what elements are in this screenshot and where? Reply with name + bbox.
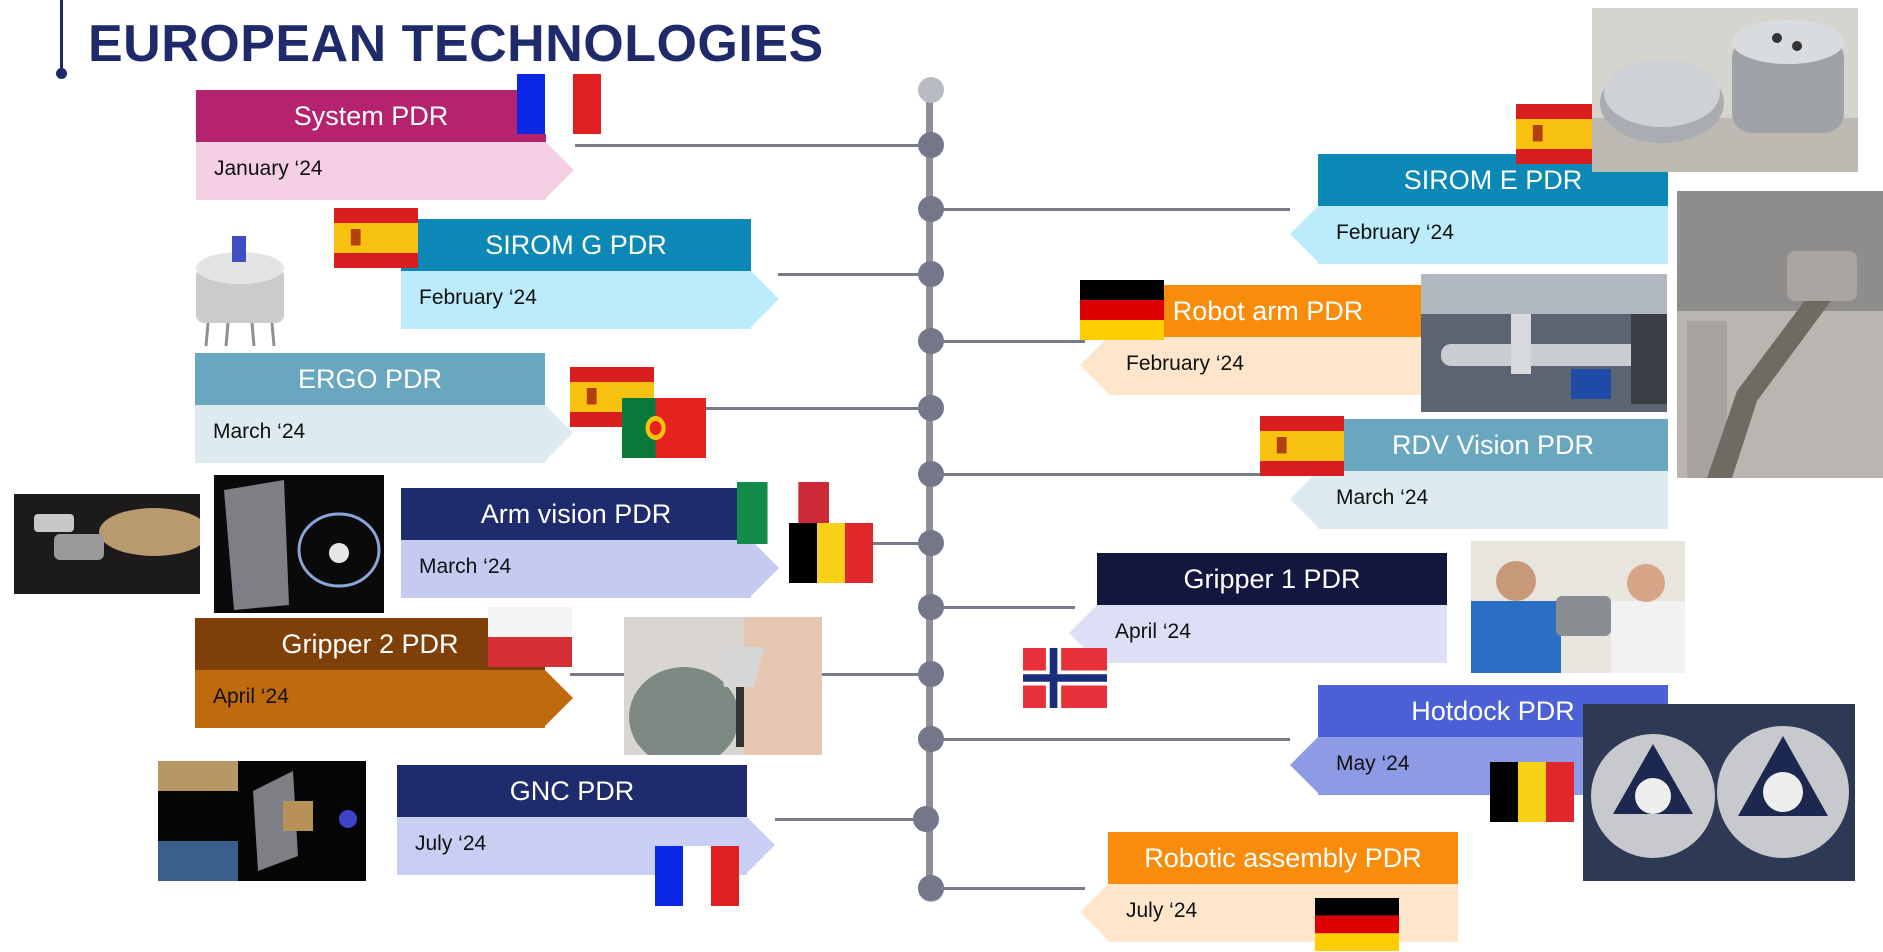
milestone-date: February ‘24 — [1108, 337, 1428, 395]
milestone-sirom-g: SIROM G PDR February ‘24 — [401, 219, 779, 329]
belgium-flag-icon — [1490, 762, 1574, 822]
gripper1-team-photo — [1471, 541, 1685, 673]
milestone-title: GNC PDR — [397, 765, 747, 817]
arrow — [751, 540, 779, 596]
gnc-simulation-photo — [158, 761, 366, 881]
connector-arm-vision — [870, 542, 925, 545]
connector-robotic-assembly — [935, 887, 1085, 890]
gripper2-test-photo — [624, 617, 822, 755]
hotdock-photo — [1583, 704, 1855, 881]
milestone-date: February ‘24 — [401, 271, 751, 329]
poland-flag-icon — [488, 607, 572, 667]
milestone-ergo: ERGO PDR March ‘24 — [195, 353, 573, 463]
milestone-date: March ‘24 — [195, 405, 545, 463]
connector-ergo — [705, 407, 925, 410]
page-title: EUROPEAN TECHNOLOGIES — [88, 15, 824, 73]
milestone-date: April ‘24 — [195, 670, 545, 728]
milestone-title: RDV Vision PDR — [1318, 419, 1668, 471]
milestone-date: July ‘24 — [1108, 884, 1458, 942]
portugal-flag-icon — [622, 398, 706, 458]
arrow — [1290, 737, 1318, 793]
france-flag-icon — [655, 846, 739, 906]
arrow — [747, 817, 775, 873]
milestone-date: January ‘24 — [196, 142, 546, 200]
norway-flag-icon — [1023, 648, 1107, 708]
connector-gripper1 — [935, 606, 1075, 609]
milestone-date: March ‘24 — [1318, 471, 1668, 529]
connector-robot-arm — [935, 340, 1085, 343]
timeline-start-dot — [918, 77, 944, 103]
arrow — [1290, 471, 1318, 527]
arrow — [751, 271, 779, 327]
spain-flag-icon — [1516, 104, 1600, 164]
arrow — [1080, 884, 1108, 940]
robot-arm-lab-photo — [1677, 191, 1883, 478]
milestone-robotic-assembly: Robotic assembly PDR July ‘24 — [1080, 832, 1458, 942]
sirom-g-render — [188, 228, 292, 352]
milestone-gripper2: Gripper 2 PDR April ‘24 — [195, 618, 573, 728]
connector-sirom-g — [778, 273, 925, 276]
arrow — [546, 142, 574, 198]
milestone-rdv-vision: RDV Vision PDR March ‘24 — [1290, 419, 1668, 529]
connector-system — [575, 144, 925, 147]
connector-rdv-vision — [935, 473, 1265, 476]
milestone-date: April ‘24 — [1097, 605, 1447, 663]
milestone-title: Arm vision PDR — [401, 488, 751, 540]
connector-hotdock — [935, 738, 1290, 741]
milestone-title: System PDR — [196, 90, 546, 142]
france-flag-icon — [517, 74, 601, 134]
connector-sirom-e — [935, 208, 1290, 211]
arrow — [545, 405, 573, 461]
milestone-date: March ‘24 — [401, 540, 751, 598]
timeline-spine — [926, 90, 933, 890]
spain-flag-icon — [1260, 416, 1344, 476]
arm-vision-photo — [14, 494, 200, 594]
milestone-title: Gripper 1 PDR — [1097, 553, 1447, 605]
milestone-title: Gripper 2 PDR — [195, 618, 545, 670]
spain-flag-icon — [334, 208, 418, 268]
title-dot — [56, 68, 67, 79]
milestone-date: February ‘24 — [1318, 206, 1668, 264]
germany-flag-icon — [1315, 898, 1399, 951]
milestone-title: ERGO PDR — [195, 353, 545, 405]
sirom-hardware-photo — [1592, 8, 1858, 172]
milestone-arm-vision: Arm vision PDR March ‘24 — [401, 488, 779, 598]
arrow — [1290, 206, 1318, 262]
milestone-system: System PDR January ‘24 — [196, 90, 574, 200]
robot-arm-photo — [1421, 274, 1667, 412]
germany-flag-icon — [1080, 280, 1164, 340]
satellite-space-photo — [214, 475, 384, 613]
milestone-title: SIROM G PDR — [401, 219, 751, 271]
connector-gnc — [775, 818, 920, 821]
arrow — [545, 670, 573, 726]
milestone-gripper1: Gripper 1 PDR April ‘24 — [1069, 553, 1447, 663]
milestone-title: Robotic assembly PDR — [1108, 832, 1458, 884]
arrow — [1080, 337, 1108, 393]
title-rule — [60, 0, 63, 72]
belgium-flag-icon — [789, 523, 873, 583]
